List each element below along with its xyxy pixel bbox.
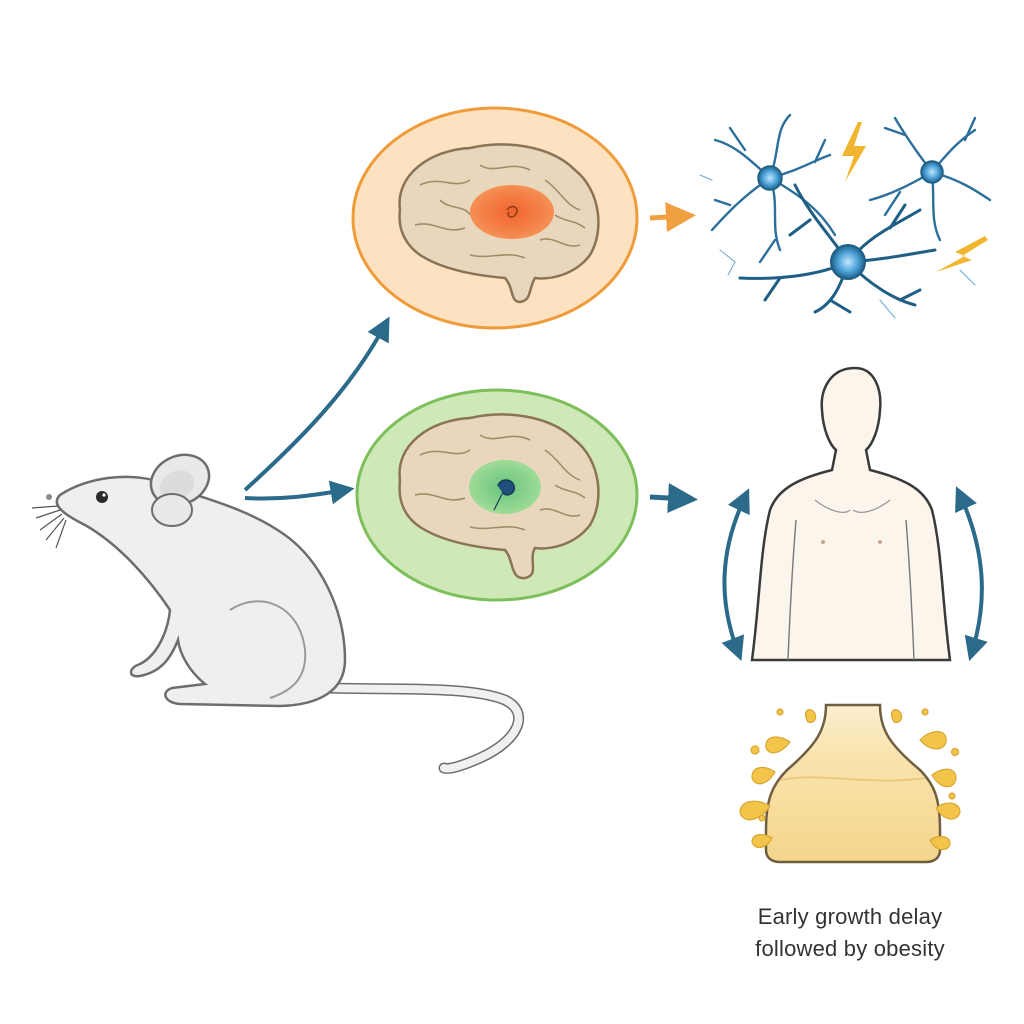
mouse-illustration [31,453,525,774]
arrow-green-to-body [649,483,698,513]
brain-icon [398,143,600,304]
green-brain-circle [355,388,639,602]
caption-line-2: followed by obesity [755,936,945,961]
neuron-network-illustration [699,113,992,319]
human-body-silhouette [750,366,952,662]
fat-droplet-icons [739,708,961,851]
caption-line-1: Early growth delay [757,904,943,929]
arrow-mouse-to-orange [243,316,390,492]
growth-double-arrow-right [955,486,988,662]
brain-icon [398,413,600,580]
fat-flask-illustration [764,703,942,864]
growth-double-arrow-left [721,488,750,661]
lightning-icon [936,236,988,272]
orange-brain-circle [351,106,639,330]
lightning-icon [842,122,866,182]
arrow-orange-to-neurons [649,202,696,233]
arrow-mouse-to-green [244,480,355,505]
